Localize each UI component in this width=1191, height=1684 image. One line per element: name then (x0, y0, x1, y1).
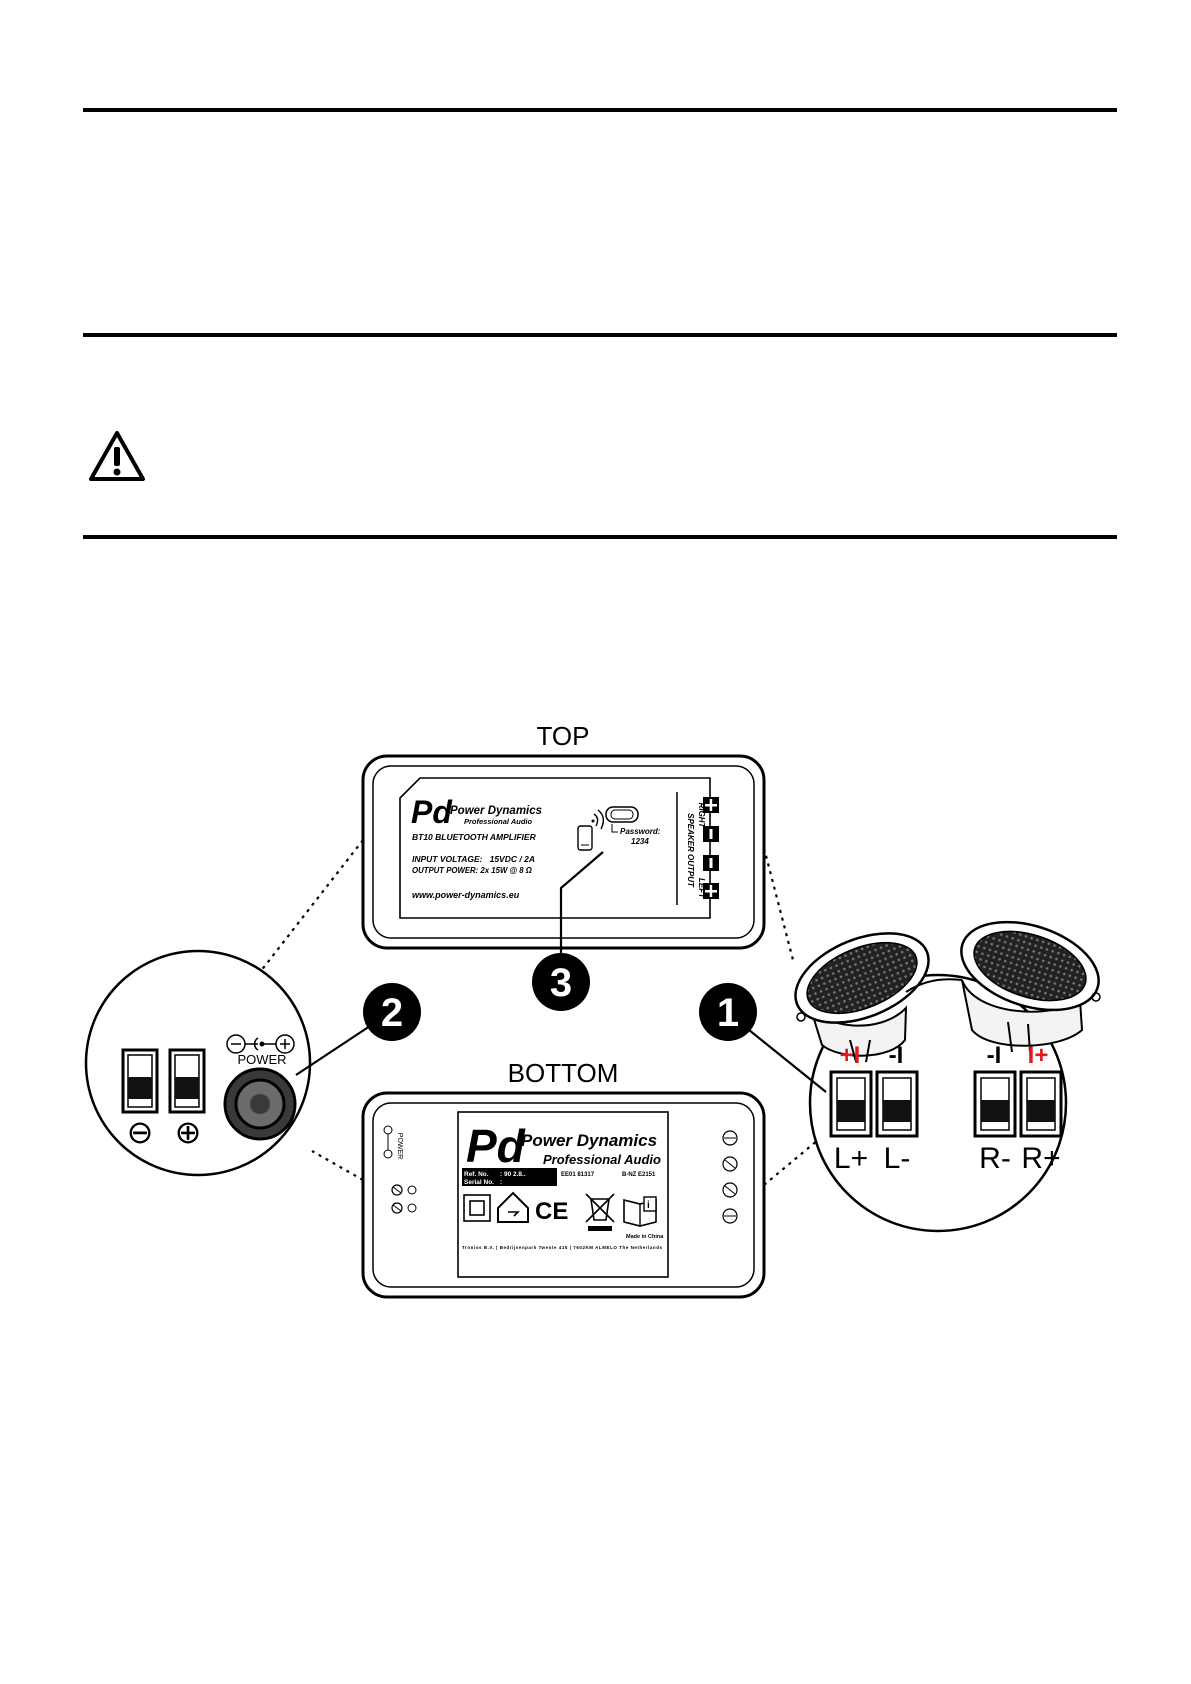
svg-text:2: 2 (381, 991, 403, 1035)
ce-mark-icon: CE (535, 1198, 568, 1225)
terminal-label-r-minus: R- (979, 1142, 1011, 1175)
terminal-mark-3: -I (987, 1042, 1002, 1069)
cert-code-right: B-NZ E2151 (622, 1172, 656, 1178)
callout-1: 1 (699, 983, 757, 1041)
indoor-use-icon (497, 1191, 529, 1223)
output-power: OUTPUT POWER: 2x 15W @ 8 Ω (412, 866, 532, 875)
dc-power-jack-icon (223, 1067, 297, 1141)
input-voltage: INPUT VOLTAGE: 15VDC / 2A (412, 854, 535, 864)
website: www.power-dynamics.eu (412, 890, 520, 900)
callout-2: 2 (363, 983, 421, 1041)
wireless-signal-icon (591, 809, 605, 830)
right-minus-icon (703, 826, 719, 842)
leader-line-2 (295, 1025, 371, 1076)
ref-label: Ref. No. (464, 1171, 489, 1178)
section-rule-2 (83, 333, 1117, 337)
zoom-guide-lines (249, 839, 831, 1186)
terminal-mark-4: I+ (1028, 1042, 1049, 1069)
cert-code-left: EE01 81317 (561, 1172, 595, 1178)
svg-text:Pd: Pd (466, 1120, 526, 1172)
section-rule-3 (83, 535, 1117, 539)
right-speaker-icon (960, 920, 1101, 1053)
serial-value: : (500, 1179, 502, 1186)
ref-value: : 90 2.8.. (500, 1171, 526, 1178)
warning-icon (89, 431, 145, 481)
left-speaker-icon (794, 932, 930, 1063)
screw-terminal-right-icon (722, 1130, 738, 1224)
phone-icon (577, 825, 593, 851)
speaker-output-text: SPEAKER OUTPUT (686, 813, 695, 888)
right-plus-icon (703, 797, 719, 813)
bottom-label: BOTTOM (508, 1058, 619, 1088)
power-terminal-block (121, 1048, 206, 1114)
dc-polarity-icon (226, 1034, 295, 1054)
brand-subtitle-bottom: Professional Audio (543, 1152, 661, 1167)
manual-info-icon: i (623, 1196, 657, 1227)
left-plus-icon (703, 883, 719, 899)
double-insulation-icon (463, 1194, 491, 1222)
svg-text:i: i (647, 1200, 650, 1211)
screw-terminal-left-icon (391, 1184, 417, 1214)
terminal-mark-2: -I (889, 1042, 904, 1069)
left-minus-icon (703, 855, 719, 871)
brand-name-bottom: Power Dynamics (521, 1131, 657, 1150)
password-value: 1234 (631, 837, 649, 846)
terminal-plus-glyph: ⊕ (175, 1114, 202, 1150)
terminal-label-l-plus: L+ (834, 1142, 868, 1175)
brand-name: Power Dynamics (450, 805, 542, 817)
callout-3: 3 (532, 953, 590, 1011)
manufacturer-address: Tronios B.V. | Bedrijvenpark Twente 415 … (462, 1245, 662, 1250)
brand-logo-bottom: Pd (466, 1120, 526, 1172)
terminal-label-r-plus: R+ (1021, 1142, 1060, 1175)
section-rule-1 (83, 108, 1117, 112)
made-in-text: Made in China (626, 1234, 664, 1240)
brand-logo: Pd (411, 794, 453, 830)
terminal-minus-glyph: ⊖ (127, 1114, 154, 1150)
svg-text:3: 3 (550, 961, 572, 1005)
terminal-mark-1: +I (840, 1042, 861, 1069)
svg-text:Pd: Pd (411, 794, 453, 830)
password-label: Password: (620, 827, 661, 836)
svg-text:1: 1 (717, 991, 739, 1035)
weee-bin-icon (585, 1193, 615, 1231)
power-side-text: POWER (396, 1133, 403, 1159)
serial-label: Serial No. (464, 1179, 494, 1186)
speaker-cable (905, 978, 963, 993)
right-channel-text: RIGHT (697, 803, 706, 829)
terminal-label-l-minus: L- (884, 1142, 911, 1175)
svg-text:CE: CE (535, 1198, 568, 1225)
speaker-terminal-blocks (829, 1070, 1063, 1138)
left-channel-text: LEFT (697, 878, 706, 899)
leader-line-1 (748, 1029, 827, 1093)
top-label: TOP (537, 721, 590, 751)
top-panel (361, 754, 766, 950)
power-polarity-side-icon (383, 1125, 393, 1159)
bottom-panel (361, 1091, 766, 1299)
pairing-button-icon (605, 806, 639, 833)
model-name: BT10 BLUETOOTH AMPLIFIER (412, 832, 537, 842)
brand-subtitle: Professional Audio (464, 817, 532, 826)
leader-line-3 (559, 851, 604, 955)
power-label: POWER (237, 1052, 286, 1067)
